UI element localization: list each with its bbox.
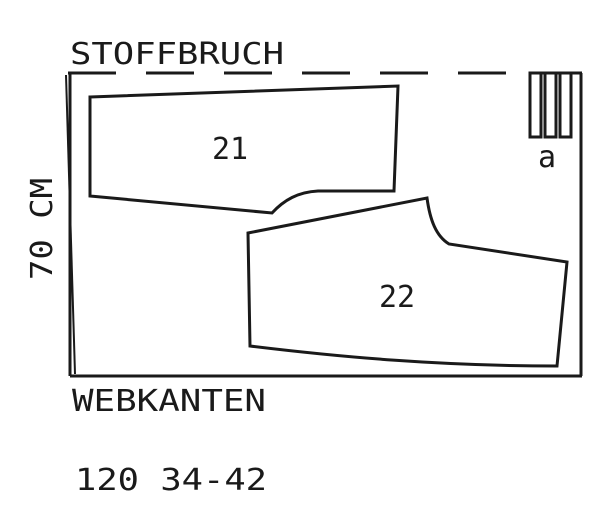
pattern-piece-21-number: 21 <box>212 132 248 167</box>
fold-label: STOFFBRUCH <box>70 37 284 72</box>
fabric-outline <box>68 71 583 378</box>
strip-a-3 <box>558 71 573 139</box>
pattern-piece-a-strips <box>528 71 573 139</box>
fabric-width-label: 70 CM <box>25 178 60 280</box>
size-info: 120 34-42 <box>75 463 267 498</box>
left-edge-slant <box>65 74 76 375</box>
pattern-piece-21 <box>88 84 400 215</box>
strip-a-1 <box>528 71 543 139</box>
strip-a-2 <box>543 71 558 139</box>
pattern-piece-a-label: a <box>538 140 556 175</box>
pattern-piece-22 <box>246 196 569 368</box>
pattern-piece-22-number: 22 <box>379 280 415 315</box>
selvedge-label: WEBKANTEN <box>72 384 266 419</box>
